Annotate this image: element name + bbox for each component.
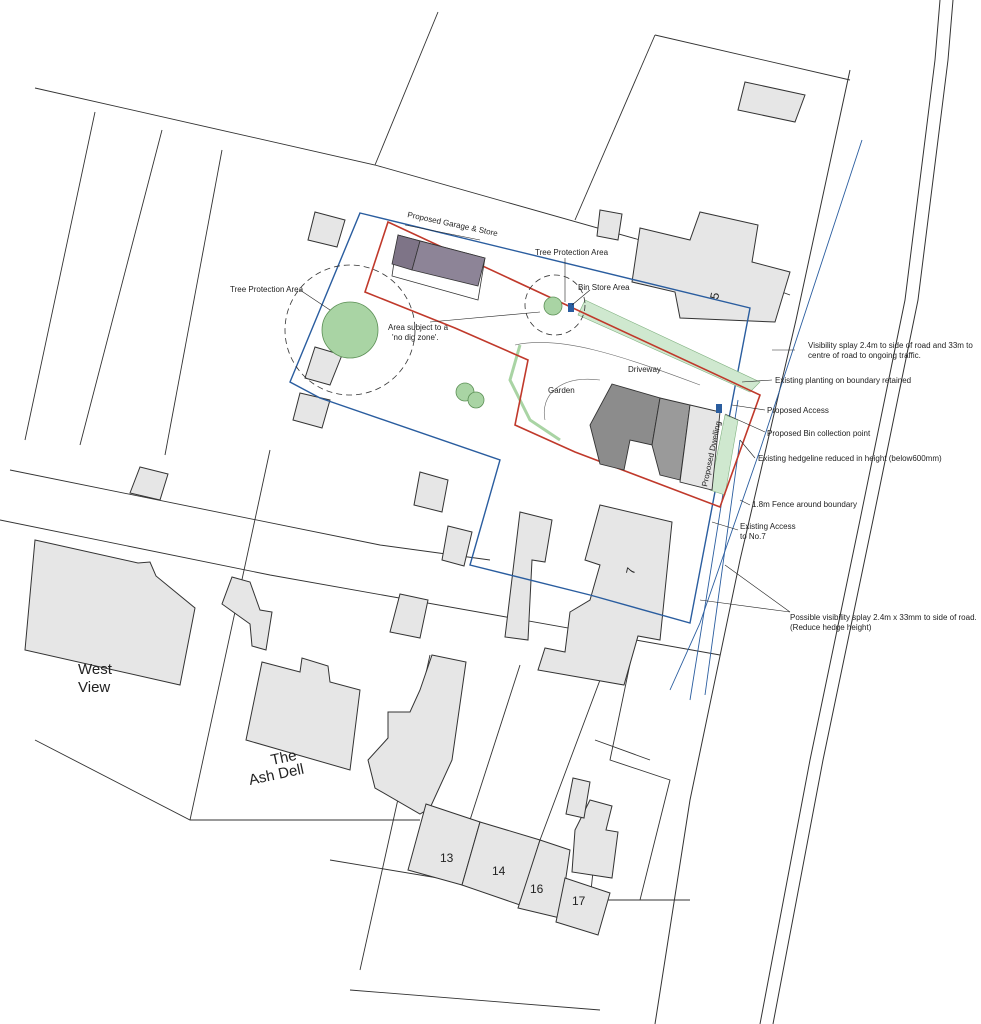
leader-lines — [299, 224, 795, 613]
ownership-boundary — [289, 212, 751, 624]
house-number-13: 13 — [440, 851, 454, 865]
label-vis2-line1: Possible visibility splay 2.4m x 33mm to… — [790, 613, 977, 622]
building — [389, 593, 429, 639]
building — [367, 654, 467, 815]
tree-protection-area-left — [284, 264, 416, 396]
bin-store-icon — [568, 303, 574, 312]
building — [307, 211, 346, 248]
building — [413, 471, 449, 513]
building — [441, 525, 473, 567]
road — [654, 0, 954, 1024]
label-vis1-line2: centre of road to ongoing traffic. — [808, 351, 921, 360]
proposed-dwelling — [589, 383, 721, 491]
building — [537, 504, 673, 686]
label-bin-point: Proposed Bin collection point — [767, 429, 871, 438]
tree — [321, 301, 379, 359]
building — [504, 511, 553, 641]
house-number-5: 5 — [707, 291, 722, 301]
building — [221, 576, 273, 651]
building — [571, 799, 619, 879]
building — [737, 81, 806, 123]
label-existing-access-1: Existing Access — [740, 522, 796, 531]
building — [565, 777, 591, 819]
house-number-17: 17 — [572, 894, 586, 908]
tree — [543, 296, 563, 316]
tree-protection-area-right — [524, 274, 586, 336]
label-fence: 1.8m Fence around boundary — [752, 500, 857, 509]
bin-collection-icon — [716, 404, 722, 413]
label-no-dig-1: Area subject to a — [388, 323, 449, 332]
label-garden: Garden — [548, 386, 575, 395]
building — [631, 211, 791, 323]
proposed-garage — [391, 234, 486, 301]
label-vis2-line2: (Reduce hedge height) — [790, 623, 872, 632]
label-bin-store: Bin Store Area — [578, 283, 630, 292]
trees — [284, 264, 586, 409]
label-vis1-line1: Visibility splay 2.4m to side of road an… — [808, 341, 973, 350]
house-number-7: 7 — [623, 566, 638, 576]
house-number-14: 14 — [492, 864, 506, 878]
label-access: Proposed Access — [767, 406, 829, 415]
label-garage: Proposed Garage & Store — [407, 210, 499, 238]
label-tpa-left: Tree Protection Area — [230, 285, 304, 294]
label-planting: Existing planting on boundary retained — [775, 376, 911, 385]
label-no-dig-2: 'no dig zone'. — [392, 333, 439, 342]
building — [555, 877, 611, 936]
tree — [467, 391, 485, 409]
house-numbers: 5 7 13 14 16 17 — [440, 291, 722, 908]
building — [292, 392, 331, 429]
label-driveway: Driveway — [628, 365, 661, 374]
existing-buildings — [24, 81, 806, 936]
place-west-view-1: West — [78, 661, 113, 678]
building — [596, 209, 623, 241]
label-hedge: Existing hedgeline reduced in height (be… — [758, 454, 942, 463]
building — [129, 466, 169, 501]
house-number-16: 16 — [530, 882, 544, 896]
site-boundary — [364, 220, 761, 509]
building — [245, 657, 361, 771]
place-ash-dell-1: The — [269, 747, 298, 769]
label-tpa-right: Tree Protection Area — [535, 248, 609, 257]
label-existing-access-2: to No.7 — [740, 532, 766, 541]
building — [24, 539, 196, 686]
driveway-outline — [514, 342, 701, 421]
place-west-view-2: View — [78, 679, 110, 696]
